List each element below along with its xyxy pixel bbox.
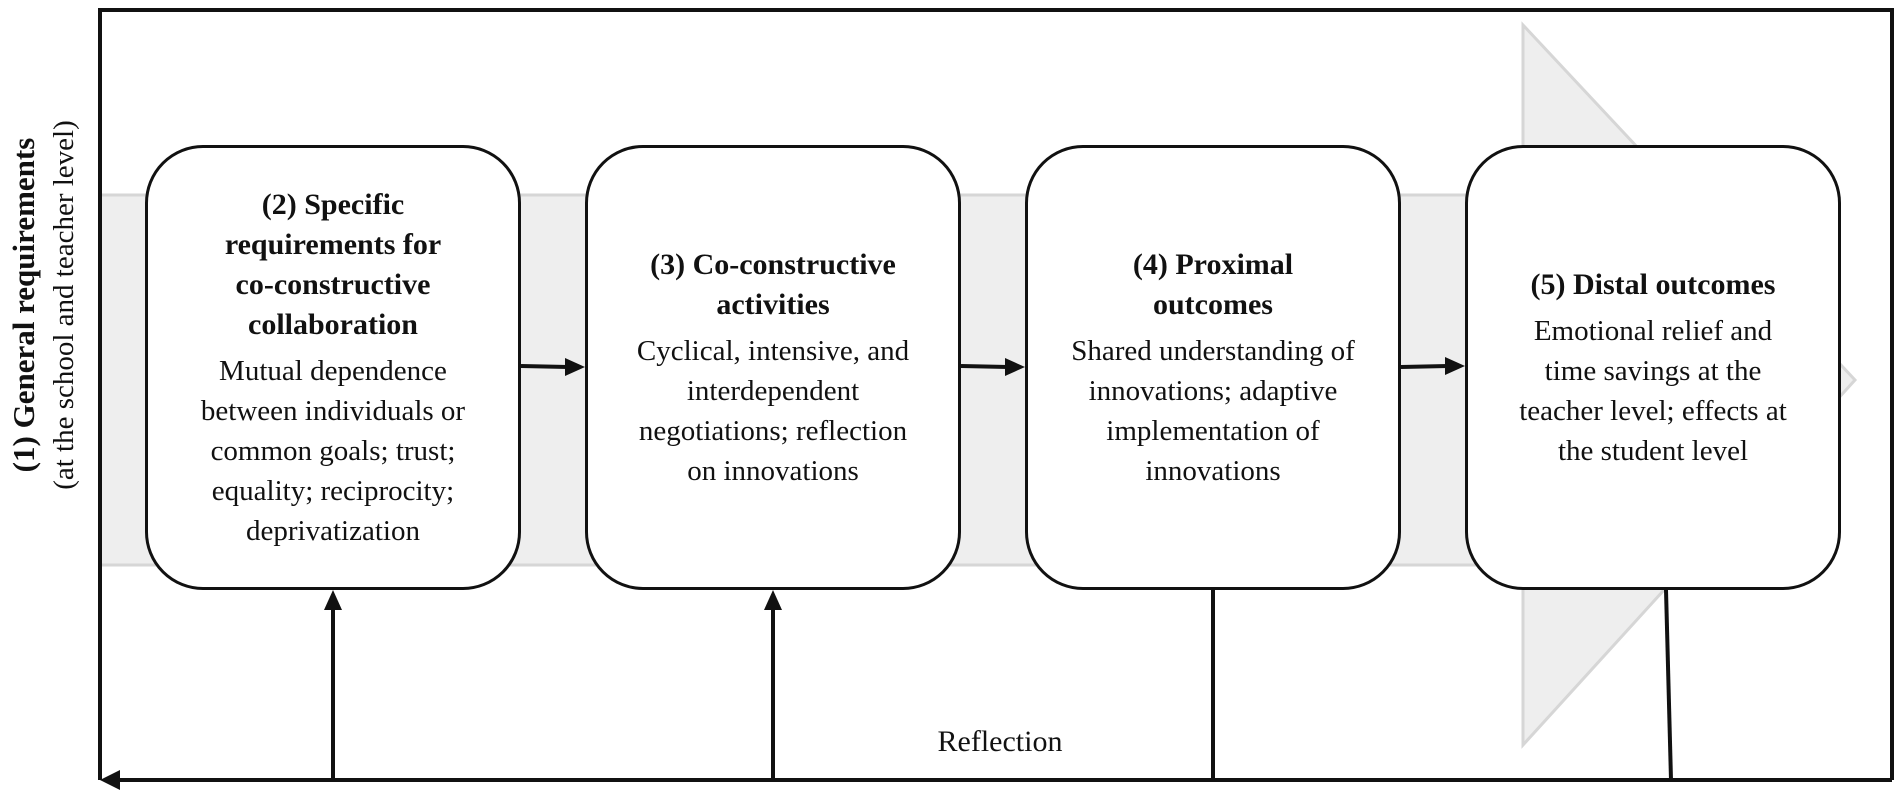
arrow-3-to-4-head: [1005, 358, 1025, 376]
arrow-4-to-5: [1400, 364, 1449, 369]
box-body: Emotional relief and time savings at the…: [1519, 314, 1787, 467]
box-title: (2) Specific requirements for co-constru…: [224, 187, 442, 341]
box-proximal-outcomes: (4) Proximal outcomes Shared understandi…: [1025, 145, 1401, 590]
reflection-label: Reflection: [937, 725, 1063, 758]
box-body: Shared understanding of innovations; ada…: [1071, 334, 1355, 487]
box-title: (5) Distal outcomes: [1530, 267, 1776, 301]
feedback-line-from-box-5: [1664, 589, 1673, 781]
box-title: (3) Co-constructive activities: [650, 247, 896, 321]
outer-frame: [98, 8, 1894, 780]
arrow-2-to-3: [520, 364, 569, 369]
box-body: Cyclical, intensive, and interdependent …: [636, 334, 910, 487]
feedback-arrowhead: [100, 770, 120, 790]
box-specific-requirements: (2) Specific requirements for co-constru…: [145, 145, 521, 590]
arrow-3-to-4: [960, 364, 1009, 369]
box-body: Mutual dependence between individuals or…: [200, 354, 466, 547]
feedback-arrow-to-box-2-head: [324, 590, 342, 610]
arrow-2-to-3-head: [565, 358, 585, 376]
general-requirements-title: (1) General requirements: [6, 137, 41, 473]
box-title: (4) Proximal outcomes: [1132, 247, 1294, 321]
general-requirements-label: (1) General requirements (at the school …: [4, 55, 92, 555]
box-distal-outcomes: (5) Distal outcomes Emotional relief and…: [1465, 145, 1841, 590]
box-co-constructive-activities: (3) Co-constructive activities Cyclical,…: [585, 145, 961, 590]
general-requirements-subtitle: (at the school and teacher level): [48, 120, 80, 490]
feedback-arrow-to-box-3-head: [764, 590, 782, 610]
arrow-4-to-5-head: [1445, 357, 1465, 375]
